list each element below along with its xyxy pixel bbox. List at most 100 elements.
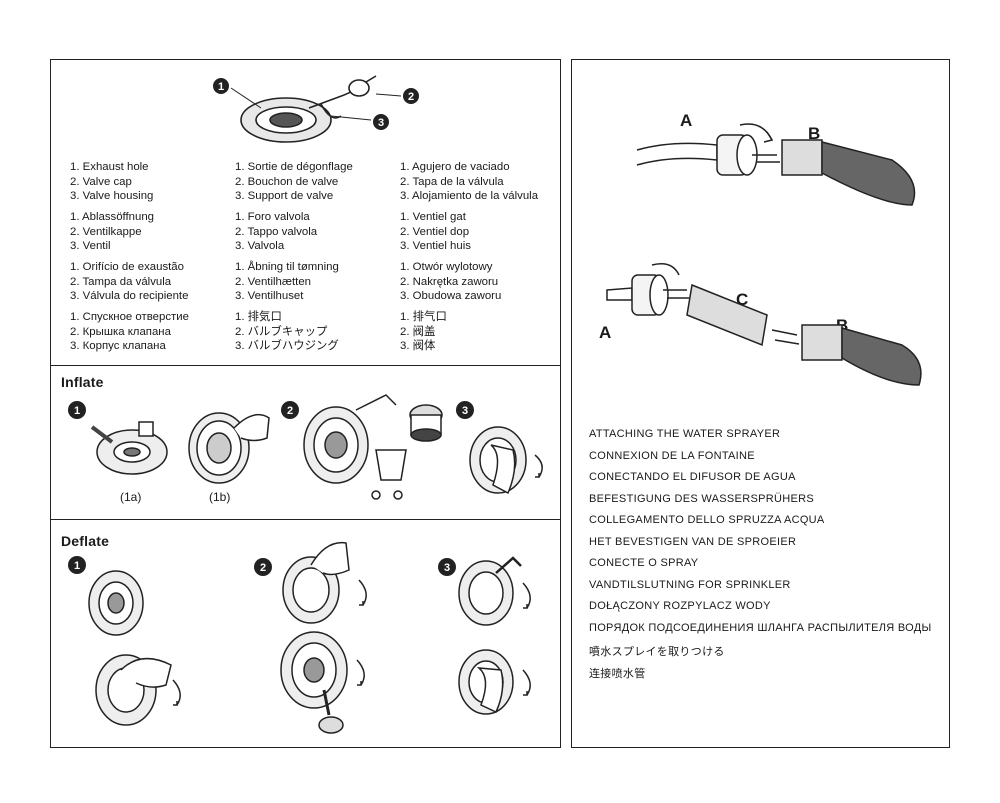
deflate-illustration-3b xyxy=(458,649,531,715)
part-line: 1. Åbning til tømning xyxy=(235,261,339,273)
part-line: 3. バルブハウジング xyxy=(235,340,339,353)
part-line: 3. Alojamiento de la válvula xyxy=(400,190,539,203)
part-line: 2. Tappo valvola xyxy=(235,225,318,238)
parts-lang-en: 1. Exhaust hole 2. Valve cap 3. Valve ho… xyxy=(70,160,153,204)
svg-text:1: 1 xyxy=(218,81,224,93)
svg-text:2: 2 xyxy=(287,405,293,417)
part-line: 1. Спускное отверстие xyxy=(70,311,189,323)
part-line: 3. Ventilhuset xyxy=(235,290,304,303)
sprayer-title-line: 连接喷水管 xyxy=(589,667,646,680)
part-line: 2. Nakrętka zaworu xyxy=(400,275,499,288)
svg-text:2: 2 xyxy=(408,91,414,103)
svg-text:3: 3 xyxy=(378,117,384,129)
sprayer-title-line: DOŁĄCZONY ROZPYLACZ WODY xyxy=(589,600,771,612)
part-line: 1. Ablassöffnung xyxy=(70,211,155,223)
sprayer-title-line: BEFESTIGUNG DES WASSERSPRÜHERS xyxy=(589,492,814,505)
part-line: 2. Tampa da válvula xyxy=(70,275,172,288)
deflate-illustration-1b xyxy=(95,654,181,726)
inflate-illustration-1a xyxy=(90,421,168,475)
inflate-illustration-3 xyxy=(469,426,543,495)
svg-text:1: 1 xyxy=(74,560,80,572)
part-line: 3. Valvola xyxy=(235,240,285,253)
part-line: 2. Ventilkappe xyxy=(70,225,142,238)
inflate-step-2-badge: 2 xyxy=(281,401,299,419)
caption-1b: (1b) xyxy=(209,490,231,504)
parts-lang-ru: 1. Спускное отверстие 2. Крышка клапана … xyxy=(70,310,189,354)
sprayer-title-line: VANDTILSLUTNING FOR SPRINKLER xyxy=(589,578,791,591)
part-line: 2. Крышка клапана xyxy=(70,325,171,338)
deflate-illustration-2b xyxy=(280,631,365,734)
inflate-step-3-badge: 3 xyxy=(456,401,474,419)
parts-lang-nl: 1. Ventiel gat 2. Ventiel dop 3. Ventiel… xyxy=(400,210,471,254)
divider-inflate-deflate xyxy=(51,519,560,520)
sprayer-title-line: ПОРЯДОК ПОДСОЕДИНЕНИЯ ШЛАНГА РАСПЫЛИТЕЛЯ… xyxy=(589,621,932,634)
deflate-step-2-badge: 2 xyxy=(254,558,272,576)
part-line: 1. Exhaust hole xyxy=(70,161,149,173)
deflate-illustration-1a xyxy=(88,570,144,636)
part-line: 3. Valve housing xyxy=(70,190,154,203)
part-line: 3. Válvula do recipiente xyxy=(70,290,189,303)
part-line: 3. 阀体 xyxy=(400,340,436,353)
deflate-title: Deflate xyxy=(61,533,110,549)
connector-label-a-bottom: A xyxy=(599,323,612,342)
part-line: 2. バルブキャップ xyxy=(235,325,328,338)
sprayer-title-line: HET BEVESTIGEN VAN DE SPROEIER xyxy=(589,535,797,548)
sprayer-title-line: COLLEGAMENTO DELLO SPRUZZA ACQUA xyxy=(589,514,825,526)
inflate-title: Inflate xyxy=(61,374,104,390)
part-line: 2. Bouchon de valve xyxy=(235,175,339,188)
parts-lang-zh: 1. 排气口 2. 阀盖 3. 阀体 xyxy=(400,310,447,354)
sprayer-title-line: CONNEXION DE LA FONTAINE xyxy=(589,449,755,462)
part-line: 2. 阀盖 xyxy=(400,325,436,338)
svg-text:1: 1 xyxy=(74,405,80,417)
part-line: 1. Orifício de exaustão xyxy=(70,261,184,273)
svg-text:2: 2 xyxy=(260,562,266,574)
sprayer-title-list: ATTACHING THE WATER SPRAYER CONNEXION DE… xyxy=(589,428,932,686)
part-line: 2. Valve cap xyxy=(70,175,132,188)
parts-lang-da: 1. Åbning til tømning 2. Ventilhætten 3.… xyxy=(235,260,339,304)
divider-parts-inflate xyxy=(51,365,560,366)
deflate-step-3-badge: 3 xyxy=(438,558,456,576)
sprayer-title-line: CONECTE O SPRAY xyxy=(589,557,699,569)
parts-lang-pl: 1. Otwór wylotowy 2. Nakrętka zaworu 3. … xyxy=(400,260,501,304)
part-line: 2. Tapa de la válvula xyxy=(400,175,504,188)
connector-label-a-top: A xyxy=(680,111,693,130)
part-line: 3. Корпус клапана xyxy=(70,340,166,353)
parts-lang-pt: 1. Orifício de exaustão 2. Tampa da válv… xyxy=(70,260,188,304)
parts-lang-ja: 1. 排気口 2. バルブキャップ 3. バルブハウジング xyxy=(235,310,339,354)
caption-1a: (1a) xyxy=(120,490,142,504)
part-line: 3. Ventiel huis xyxy=(400,240,471,253)
hose-label-b-top: B xyxy=(808,124,821,143)
deflate-step-1-badge: 1 xyxy=(68,556,86,574)
inflate-illustration-1b xyxy=(188,412,270,484)
part-badge-3: 3 xyxy=(373,114,389,130)
part-line: 1. Otwór wylotowy xyxy=(400,261,493,273)
inflate-illustration-2 xyxy=(303,394,443,500)
part-line: 1. Agujero de vaciado xyxy=(400,161,510,173)
inflate-step-1-badge: 1 xyxy=(68,401,86,419)
part-line: 1. 排気口 xyxy=(235,311,282,323)
part-line: 1. Sortie de dégonflage xyxy=(235,161,353,173)
part-line: 3. Support de valve xyxy=(235,190,334,203)
part-line: 1. Foro valvola xyxy=(235,211,310,223)
sprayer-title-line: ATTACHING THE WATER SPRAYER xyxy=(589,428,781,440)
parts-lang-de: 1. Ablassöffnung 2. Ventilkappe 3. Venti… xyxy=(70,210,154,254)
part-line: 1. Ventiel gat xyxy=(400,211,466,223)
hose-connection-diagram-bottom xyxy=(606,263,922,386)
part-line: 1. 排气口 xyxy=(400,311,447,323)
parts-lang-it: 1. Foro valvola 2. Tappo valvola 3. Valv… xyxy=(235,210,317,254)
svg-text:3: 3 xyxy=(444,562,450,574)
hose-connection-diagram-top xyxy=(636,123,916,206)
part-line: 3. Ventil xyxy=(70,240,111,253)
part-line: 3. Obudowa zaworu xyxy=(400,290,502,303)
svg-text:3: 3 xyxy=(462,405,468,417)
instructions-right-panel: A B A C B xyxy=(571,59,950,748)
part-badge-1: 1 xyxy=(213,78,229,94)
valve-parts-diagram: 1 2 3 xyxy=(213,75,419,143)
parts-lang-es: 1. Agujero de vaciado 2. Tapa de la válv… xyxy=(400,160,538,204)
instructions-left-panel: 1 2 3 1. Exhaust hole 2. Valve cap 3. Va… xyxy=(50,59,561,748)
part-line: 2. Ventiel dop xyxy=(400,225,470,238)
sprayer-title-line: CONECTANDO EL DIFUSOR DE AGUA xyxy=(589,471,796,483)
sprayer-title-line: 噴水スプレイを取りつける xyxy=(589,646,725,658)
deflate-illustration-3a xyxy=(458,556,531,626)
deflate-illustration-2a xyxy=(282,541,367,624)
